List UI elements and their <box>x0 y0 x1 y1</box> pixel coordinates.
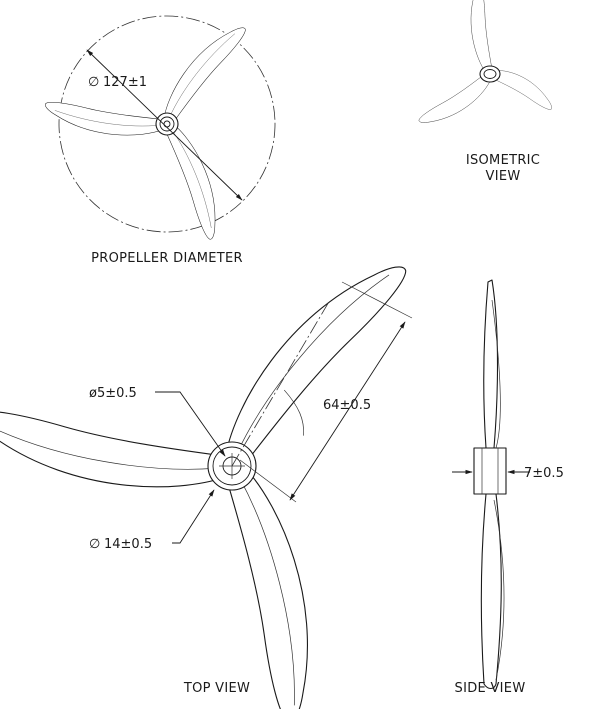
bore-dimension-label: ø5±0.5 <box>89 386 137 401</box>
side-thickness-label: 7±0.5 <box>524 466 564 481</box>
diameter-dimension-symbol: ∅ <box>88 75 99 90</box>
diameter-dimension-line <box>86 49 243 201</box>
blade-length-label: 64±0.5 <box>323 398 371 413</box>
diameter-circle <box>58 15 276 233</box>
side-blade-upper <box>483 279 499 449</box>
top-view: ø5±0.5 ∅ 14±0.5 64±0.5 TOP VIEW <box>0 230 413 709</box>
blade-length-dimension-line <box>289 321 406 501</box>
top-blade-left <box>0 378 227 514</box>
top-caption: TOP VIEW <box>183 681 250 696</box>
diameter-caption: PROPELLER DIAMETER <box>91 251 243 266</box>
hub-leader <box>172 489 215 544</box>
isometric-caption-line1: ISOMETRIC <box>466 153 540 168</box>
side-blade-lower <box>480 493 502 690</box>
diameter-propeller <box>44 12 247 241</box>
side-view: 7±0.5 SIDE VIEW <box>452 279 564 696</box>
diameter-dimension-label: 127±1 <box>103 75 147 90</box>
top-propeller <box>0 230 408 709</box>
bore-leader <box>155 391 226 457</box>
isometric-view: ISOMETRIC VIEW <box>418 0 555 184</box>
hub-dimension-label: 14±0.5 <box>104 537 152 552</box>
side-caption: SIDE VIEW <box>455 681 526 696</box>
hub-dimension-symbol: ∅ <box>89 537 100 552</box>
top-blade-lower <box>160 465 375 709</box>
isometric-caption-line2: VIEW <box>486 169 521 184</box>
side-hub <box>473 447 507 495</box>
diameter-view: ∅ 127±1 PROPELLER DIAMETER <box>44 12 276 266</box>
isometric-propeller <box>418 0 555 142</box>
top-centerline <box>231 299 331 467</box>
